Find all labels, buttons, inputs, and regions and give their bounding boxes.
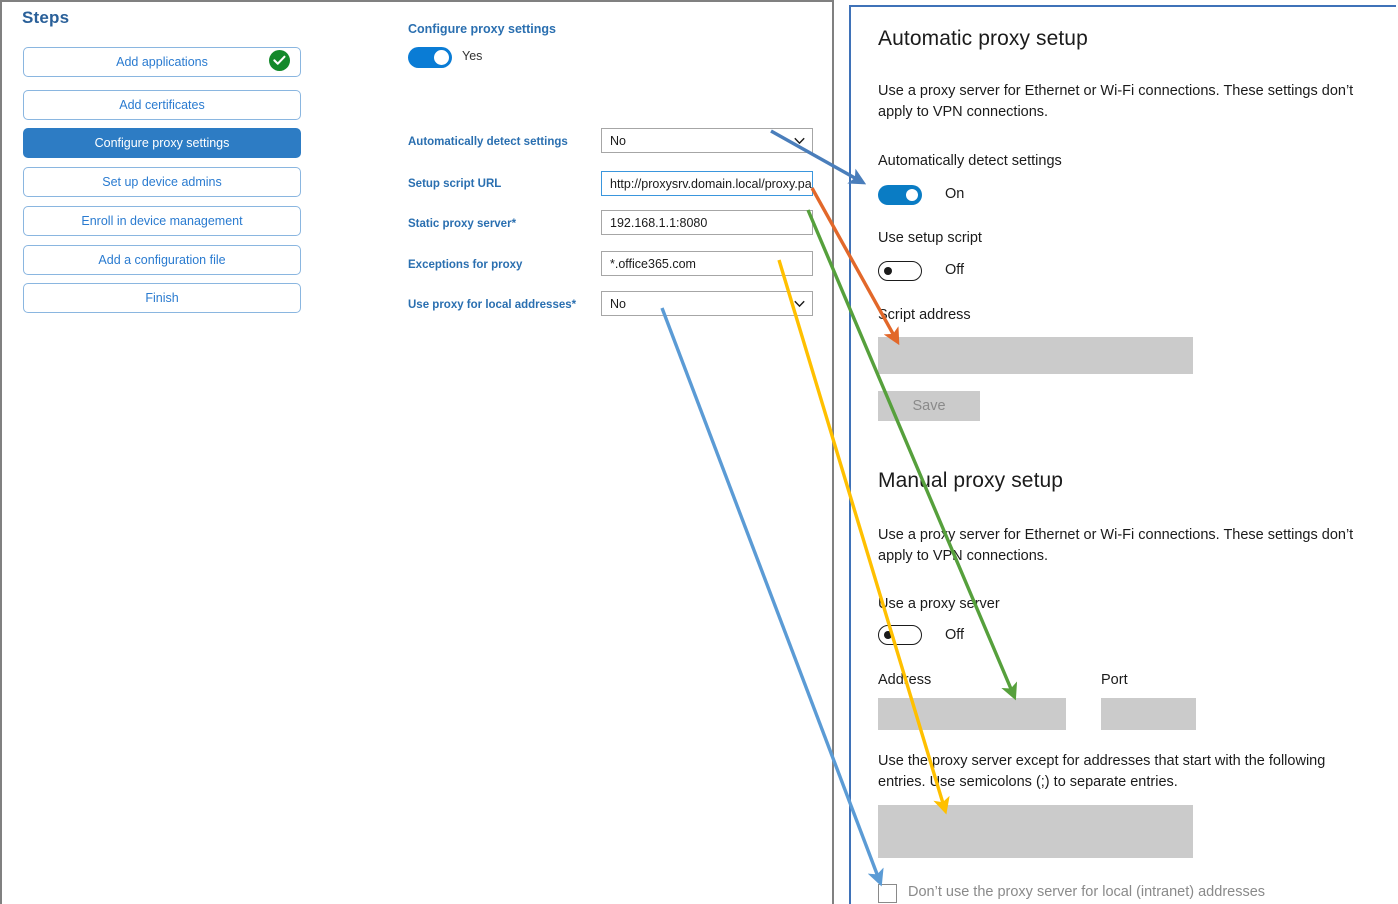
label-static-proxy-server: Static proxy server* — [408, 218, 517, 230]
form-section-title: Configure proxy settings — [408, 22, 556, 36]
center-divider-rule — [832, 0, 834, 904]
automatically-detect-settings-label: Automatically detect settings — [878, 153, 1062, 169]
chevron-down-icon — [794, 300, 805, 307]
chevron-down-icon — [794, 137, 805, 144]
exceptions-input[interactable] — [878, 805, 1193, 858]
use-setup-script-toggle[interactable] — [878, 261, 922, 281]
use-setup-script-state: Off — [945, 262, 965, 278]
setup-script-url-input[interactable]: http://proxysrv.domain.local/proxy.pa — [601, 171, 813, 196]
required-marker: * — [571, 299, 577, 311]
windows-proxy-settings-panel: Automatic proxy setup Use a proxy server… — [849, 5, 1396, 904]
use-proxy-for-local-addresses-value: No — [610, 296, 626, 311]
steps-panel: Steps Add applications Add certificates … — [2, 2, 332, 904]
static-proxy-server-value: 192.168.1.1:8080 — [610, 215, 708, 230]
use-proxy-for-local-addresses-select[interactable]: No — [601, 291, 813, 316]
exceptions-for-proxy-value: *.office365.com — [610, 256, 696, 271]
automatic-proxy-setup-heading: Automatic proxy setup — [878, 27, 1088, 50]
toggle-knob — [884, 631, 892, 639]
manual-proxy-setup-heading: Manual proxy setup — [878, 469, 1064, 492]
left-divider-rule — [0, 0, 2, 904]
automatically-detect-settings-select[interactable]: No — [601, 128, 813, 153]
toggle-knob — [434, 50, 449, 65]
bypass-local-addresses-label: Don’t use the proxy server for local (in… — [908, 884, 1266, 900]
automatically-detect-settings-state: On — [945, 186, 965, 202]
toggle-knob — [906, 189, 918, 201]
script-address-label: Script address — [878, 307, 971, 323]
address-input[interactable] — [878, 698, 1066, 730]
step-item-add-applications[interactable]: Add applications — [23, 47, 301, 77]
toggle-knob — [884, 267, 892, 275]
exceptions-for-proxy-input[interactable]: *.office365.com — [601, 251, 813, 276]
use-a-proxy-server-state: Off — [945, 627, 965, 643]
label-use-proxy-for-local-addresses: Use proxy for local addresses* — [408, 299, 577, 311]
step-item-enroll-in-device-management[interactable]: Enroll in device management — [23, 206, 301, 236]
script-address-input[interactable] — [878, 337, 1193, 374]
save-button[interactable]: Save — [878, 391, 980, 421]
port-label: Port — [1101, 672, 1128, 688]
exceptions-description: Use the proxy server except for addresse… — [878, 753, 1326, 790]
use-setup-script-label: Use setup script — [878, 230, 982, 246]
automatically-detect-settings-value: No — [610, 133, 626, 148]
address-label: Address — [878, 672, 932, 688]
step-item-configure-proxy-settings[interactable]: Configure proxy settings — [23, 128, 301, 158]
required-marker: * — [511, 218, 517, 230]
step-item-add-a-configuration-file[interactable]: Add a configuration file — [23, 245, 301, 275]
use-a-proxy-server-toggle[interactable] — [878, 625, 922, 645]
configure-proxy-settings-toggle[interactable] — [408, 47, 452, 68]
check-circle-icon — [269, 50, 290, 71]
label-automatically-detect-settings: Automatically detect settings — [408, 136, 568, 148]
step-item-add-certificates[interactable]: Add certificates — [23, 90, 301, 120]
step-item-set-up-device-admins[interactable]: Set up device admins — [23, 167, 301, 197]
port-input[interactable] — [1101, 698, 1196, 730]
automatic-proxy-setup-description: Use a proxy server for Ethernet or Wi-Fi… — [878, 83, 1354, 120]
steps-title: Steps — [22, 8, 70, 27]
setup-script-url-value: http://proxysrv.domain.local/proxy.pa — [610, 176, 812, 191]
windows-settings-content: Automatic proxy setup Use a proxy server… — [851, 7, 1396, 904]
label-exceptions-for-proxy: Exceptions for proxy — [408, 259, 523, 271]
static-proxy-server-input[interactable]: 192.168.1.1:8080 — [601, 210, 813, 235]
step-item-finish[interactable]: Finish — [23, 283, 301, 313]
configure-proxy-settings-toggle-value: Yes — [462, 49, 483, 63]
manual-proxy-setup-description: Use a proxy server for Ethernet or Wi-Fi… — [878, 527, 1354, 564]
use-a-proxy-server-label: Use a proxy server — [878, 596, 1000, 612]
proxy-form-panel: Configure proxy settings Yes Automatical… — [334, 2, 832, 904]
top-divider-rule — [0, 0, 833, 2]
automatically-detect-settings-toggle[interactable] — [878, 185, 922, 205]
bypass-local-addresses-checkbox[interactable] — [878, 884, 897, 903]
label-setup-script-url: Setup script URL — [408, 178, 502, 190]
